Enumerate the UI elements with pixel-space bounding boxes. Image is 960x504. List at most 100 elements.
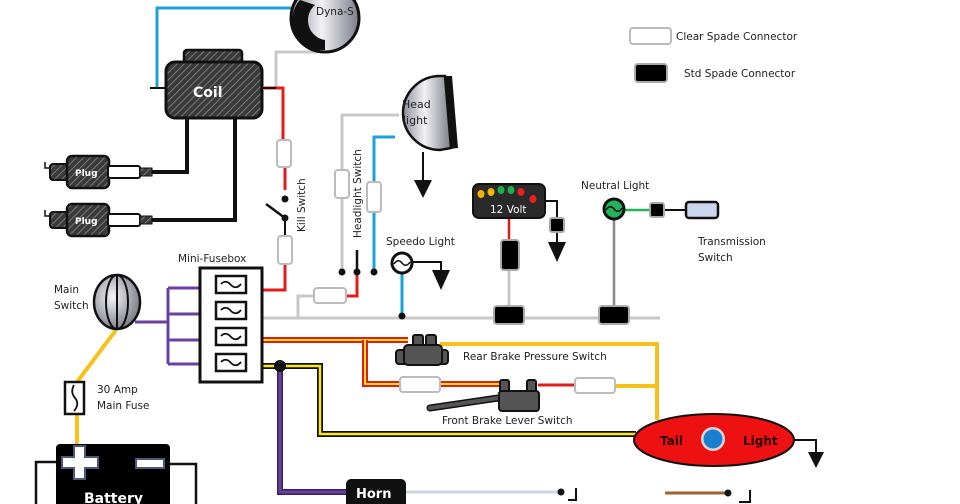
std-connector bbox=[598, 305, 630, 325]
main-fuse-label-2: Main Fuse bbox=[97, 400, 149, 412]
wire-gray-headlight bbox=[340, 113, 399, 170]
main-switch-label-1: Main bbox=[54, 284, 79, 296]
wire-black-tail-gnd bbox=[794, 439, 817, 452]
fuse-element-icon bbox=[220, 358, 242, 367]
clear-connector bbox=[334, 169, 350, 199]
headlight-label-1: Head bbox=[402, 98, 431, 111]
indicator-led bbox=[477, 190, 485, 198]
std-connectors bbox=[493, 202, 665, 325]
wire-red-kill-bottom bbox=[262, 262, 287, 292]
indicator-panel-label: 12 Volt bbox=[490, 204, 527, 216]
coil-label: Coil bbox=[193, 85, 223, 101]
fuse-element-icon bbox=[220, 332, 242, 341]
indicator-led bbox=[517, 188, 525, 196]
legend-clear-spade-icon bbox=[629, 27, 672, 45]
indicator-led bbox=[529, 195, 537, 203]
headlight-switch-label: Headlight Switch bbox=[352, 149, 364, 238]
tail-light-label-left: Tail bbox=[660, 434, 683, 448]
wire-black-indicator-gnd bbox=[545, 200, 558, 218]
ground-icon bbox=[414, 152, 432, 198]
wire-black-coil-plug2 bbox=[150, 118, 237, 222]
brown-wire-switch bbox=[724, 489, 751, 503]
neutral-light: Neutral Light bbox=[581, 180, 649, 221]
clear-connector bbox=[313, 287, 347, 304]
ground-icon bbox=[808, 452, 824, 468]
kill-switch-label: Kill Switch bbox=[296, 178, 308, 232]
tail-light-label-right: Light bbox=[743, 434, 778, 448]
std-connector bbox=[493, 305, 525, 325]
plug-1-label: Plug bbox=[75, 169, 98, 179]
neutral-light-label: Neutral Light bbox=[581, 180, 649, 192]
clear-connector bbox=[366, 181, 382, 213]
horn-switch bbox=[557, 488, 577, 501]
indicator-panel: 12 Volt bbox=[472, 183, 546, 219]
rear-brake-switch-label: Rear Brake Pressure Switch bbox=[463, 351, 607, 363]
wire-redyellow-front-brake bbox=[362, 340, 400, 387]
wire-orange-rear-brake bbox=[440, 342, 659, 420]
indicator-led bbox=[507, 186, 515, 194]
fuse-element-icon bbox=[220, 280, 242, 289]
indicator-led bbox=[487, 188, 495, 196]
legend-std-spade-icon bbox=[634, 63, 668, 83]
wire-gray-bus-up bbox=[296, 294, 314, 318]
wire-black-coil-plug1 bbox=[150, 118, 189, 174]
indicator-leds bbox=[477, 186, 537, 203]
transmission-switch: Transmission Switch bbox=[684, 200, 766, 264]
mini-fusebox: Mini-Fusebox bbox=[178, 253, 264, 384]
wire-gray-coil-dyna bbox=[274, 50, 318, 88]
ground-symbols bbox=[410, 152, 824, 468]
speedo-light-label: Speedo Light bbox=[386, 236, 455, 248]
dyna-s-ignition: Dyna-S bbox=[289, 0, 361, 54]
clear-connectors bbox=[276, 139, 616, 394]
clear-connector bbox=[276, 139, 292, 168]
ground-icon bbox=[548, 242, 566, 262]
tail-light: Tail Light bbox=[633, 413, 795, 467]
fuse-slots bbox=[214, 274, 248, 373]
ground-icon bbox=[410, 261, 450, 290]
transmission-switch-label-1: Transmission bbox=[697, 236, 766, 248]
std-connector bbox=[549, 217, 565, 233]
transmission-switch-label-2: Switch bbox=[698, 252, 733, 264]
clear-connector bbox=[277, 235, 293, 265]
wire-red-kill bbox=[264, 86, 285, 140]
wires bbox=[34, 6, 817, 504]
speedo-light: Speedo Light bbox=[386, 236, 455, 320]
wire-red-headlight-switch bbox=[346, 270, 359, 298]
wire-purple-horn bbox=[277, 366, 346, 495]
headlight-switch: Headlight Switch bbox=[338, 149, 378, 276]
main-switch-label-2: Switch bbox=[54, 300, 89, 312]
clear-connector bbox=[574, 377, 616, 394]
front-brake-lever-switch: Front Brake Lever Switch bbox=[426, 379, 573, 427]
wire-battery-right bbox=[170, 462, 198, 504]
battery: Battery bbox=[56, 444, 170, 504]
main-fuse: 30 Amp Main Fuse bbox=[63, 380, 149, 416]
rear-brake-pressure-switch: Rear Brake Pressure Switch bbox=[395, 334, 607, 366]
main-fuse-label-1: 30 Amp bbox=[97, 384, 138, 396]
clear-connector bbox=[399, 376, 441, 393]
ignition-coil: Coil bbox=[150, 48, 276, 120]
horn-label: Horn bbox=[356, 487, 391, 502]
wire-blue-headlight bbox=[372, 135, 395, 182]
battery-label: Battery bbox=[84, 491, 143, 504]
plug-2-label: Plug bbox=[75, 217, 98, 227]
horn: Horn bbox=[346, 479, 406, 504]
std-connector bbox=[649, 202, 665, 218]
wire-battery-left bbox=[34, 460, 56, 504]
spark-plug-1: Plug bbox=[44, 154, 153, 190]
wire-purple-fuse bbox=[135, 286, 200, 366]
spark-plug-2: Plug bbox=[44, 202, 153, 238]
kill-switch: Kill Switch bbox=[265, 178, 308, 232]
legend-std-spade-label: Std Spade Connector bbox=[684, 68, 796, 80]
battery-negative-icon bbox=[135, 458, 165, 469]
wire-yellow-mainfuse bbox=[75, 328, 118, 384]
wire-blue-coil-dyna bbox=[155, 6, 298, 88]
std-connector bbox=[500, 239, 520, 271]
dyna-s-label: Dyna-S bbox=[316, 6, 354, 18]
mini-fusebox-label: Mini-Fusebox bbox=[178, 253, 246, 265]
headlight-label-2: light bbox=[403, 114, 428, 127]
battery-positive-icon bbox=[61, 445, 99, 480]
front-brake-switch-label: Front Brake Lever Switch bbox=[442, 415, 573, 427]
indicator-led bbox=[497, 186, 505, 194]
fuse-element-icon bbox=[220, 306, 242, 315]
headlight: Head light bbox=[401, 74, 458, 152]
